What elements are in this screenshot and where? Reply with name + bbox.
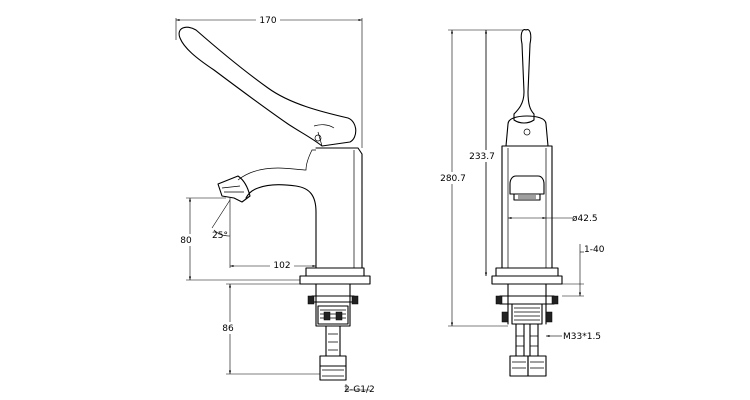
thread-label: M33*1.5	[563, 332, 601, 342]
diameter-label: ø42.5	[572, 214, 598, 224]
front-view-dimensions: 170 80 25° 102 86 2-G1/2	[175, 14, 375, 395]
side-view	[491, 29, 563, 377]
connection-label: 2-G1/2	[344, 385, 375, 395]
front-view	[178, 26, 371, 381]
aerator-front	[509, 175, 545, 195]
overall-height-label: 280.7	[440, 174, 466, 184]
body-height-label: 233.7	[469, 152, 495, 162]
width-label: 170	[259, 16, 276, 26]
spout-height-label: 80	[180, 236, 192, 246]
angle-label: 25°	[212, 231, 228, 241]
deck-thickness-label: 1-40	[584, 245, 605, 255]
reach-label: 102	[273, 261, 290, 271]
lever-side	[513, 29, 535, 124]
spout-aerator	[217, 175, 251, 203]
faucet-body	[245, 147, 363, 269]
shank-length-label: 86	[222, 324, 234, 334]
lever-handle	[178, 26, 357, 147]
side-view-dimensions: 280.7 233.7 ø42.5 1-40 M33*1.5	[438, 29, 605, 342]
